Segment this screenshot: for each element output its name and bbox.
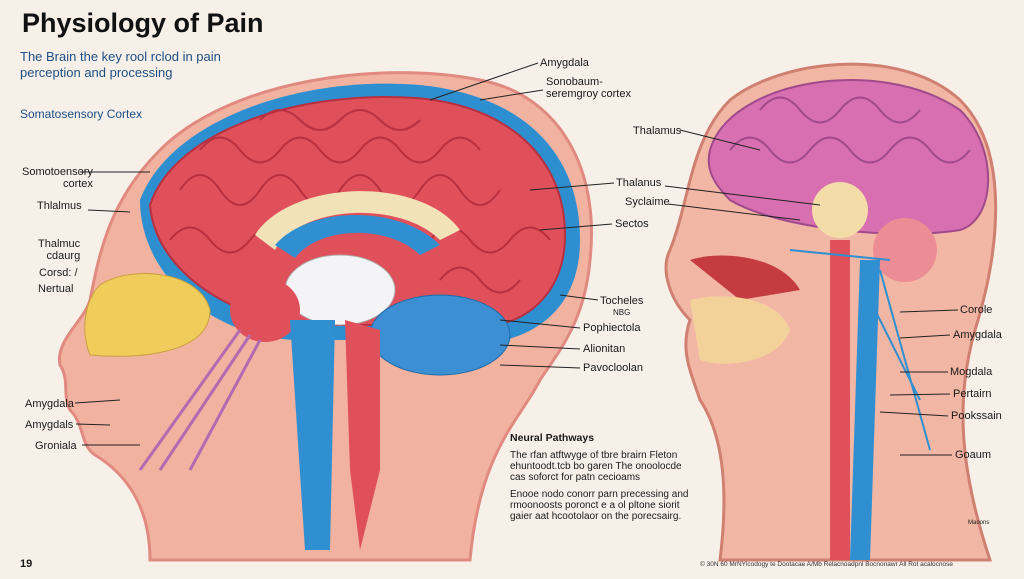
label-line: Thalmuc	[38, 238, 81, 250]
small-credit: Maoons	[968, 520, 990, 526]
label-line: cortex	[62, 178, 93, 190]
label-line: cdaurg	[46, 250, 81, 262]
right-cerebellum	[873, 218, 937, 282]
page-title: Physiology of Pain	[22, 8, 264, 38]
label-corsd: Corsd: /	[39, 267, 78, 279]
subtitle-line-1: The Brain the key rool rclod in pain	[20, 49, 221, 64]
amygdala-shape	[230, 278, 300, 342]
label-line: Tocheles	[600, 295, 644, 307]
neural-pathways-heading: Neural Pathways	[510, 432, 595, 444]
label-pookssain: Pookssain	[951, 410, 1002, 422]
brainstem-blue	[290, 320, 335, 550]
label-nertual: Nertual	[38, 283, 74, 295]
right-head-illustration	[664, 62, 998, 562]
right-brain-folds	[729, 96, 971, 164]
label-thalamus-right: Thalamus	[633, 125, 682, 137]
label-pertairn: Pertairn	[953, 388, 992, 400]
mouth-cavity	[690, 255, 800, 300]
right-thalamus	[812, 182, 868, 238]
label-amygdala-right: Amygdala	[953, 329, 1002, 341]
right-nerves	[789, 249, 931, 451]
label-amygdala-center: Amygdala	[540, 57, 589, 69]
spinal-blue	[850, 260, 880, 560]
label-thalanus: Thalanus	[616, 177, 662, 189]
tongue	[690, 296, 790, 364]
sinus-yellow	[84, 273, 211, 357]
label-amygdala-left-2: Amygdals	[25, 419, 74, 431]
label-line: seremgroy cortex	[546, 88, 631, 100]
brainstem-red	[345, 320, 380, 550]
label-somatosensory-cortex: Somotoensory cortex	[22, 166, 93, 190]
page-subtitle: The Brain the key rool rclod in pain per…	[20, 49, 221, 81]
spinal-red	[830, 240, 850, 560]
label-groniala: Groniala	[35, 440, 77, 452]
label-sonobaum-cortex: Sonobaum- seremgroy cortex	[546, 76, 631, 100]
label-tocheles: Tocheles NBG	[600, 295, 643, 319]
right-brain	[707, 79, 990, 235]
label-goaum: Goaum	[955, 449, 992, 461]
label-line: Somotoensory	[22, 166, 93, 178]
label-syclaime: Syclaime	[625, 196, 670, 208]
page-number: 19	[20, 558, 33, 570]
cerebellum	[369, 294, 511, 376]
section-label: Somatosensory Cortex	[20, 107, 143, 121]
corpus-callosum	[255, 191, 460, 250]
copyright-text: © 30N 60 MrNYlcodogy te Dootacae A/Mb Re…	[700, 561, 954, 568]
label-thalamic-cord: Thalmuc cdaurg	[38, 238, 80, 262]
label-alionitan: Alionitan	[583, 343, 626, 355]
label-mogdala: Mogdala	[950, 366, 993, 378]
subtitle-line-2: perception and processing	[20, 65, 173, 80]
ventricle	[275, 215, 440, 258]
left-head-illustration	[57, 71, 593, 562]
neural-pathways-paragraph-1: The rfan atftwyge of tbre brairn Fleton …	[510, 450, 682, 483]
label-thalamus-left: Thlalmus	[37, 200, 82, 212]
label-line: Sonobaum-	[546, 76, 603, 88]
label-pavocloolan: Pavocloolan	[583, 362, 643, 374]
label-corole: Corole	[960, 304, 993, 316]
neural-pathways-block: Neural Pathways The rfan atftwyge of tbr…	[510, 433, 690, 528]
label-sectos: Sectos	[615, 218, 649, 230]
leader-lines	[74, 62, 959, 456]
label-pophiectola: Pophiectola	[583, 322, 641, 334]
nerve-fibers	[138, 329, 262, 471]
label-line: NBG	[613, 308, 631, 317]
label-amygdala-left-1: Amygdala	[25, 398, 74, 410]
thalamus-shape	[284, 254, 396, 326]
neural-pathways-paragraph-2: Enooe nodo conorr parn precessing and rm…	[510, 489, 689, 522]
